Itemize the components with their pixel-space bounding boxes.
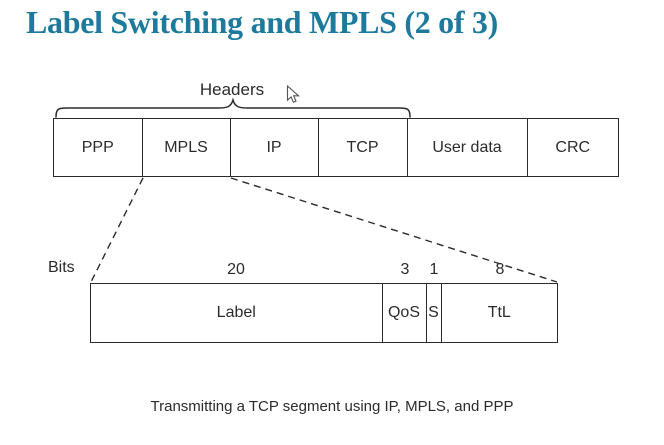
packet-field-ppp: PPP bbox=[54, 119, 143, 176]
packet-field-crc: CRC bbox=[555, 138, 591, 156]
packet-field-userdata: User data bbox=[408, 119, 528, 176]
mpls-field-ttl: TtL bbox=[487, 304, 511, 321]
bits-label: Bits bbox=[48, 259, 75, 276]
headers-brace bbox=[55, 97, 411, 118]
mpls-field-qos: QoS bbox=[383, 284, 427, 342]
packet-field-tcp: TCP bbox=[319, 119, 408, 176]
page-title: Label Switching and MPLS (2 of 3) bbox=[26, 4, 498, 40]
mpls-field-s: S bbox=[427, 284, 442, 342]
bit-width-label: 20 bbox=[227, 261, 245, 278]
headers-label: Headers bbox=[199, 80, 265, 99]
mpls-header-row: Label QoS S TtL bbox=[90, 283, 558, 343]
mpls-field-label: Label bbox=[91, 284, 383, 342]
packet-field-ip: IP bbox=[231, 119, 319, 176]
bit-width-s: 1 bbox=[429, 261, 439, 278]
packet-row: PPP MPLS IP TCP User data CRC bbox=[53, 118, 619, 177]
bit-width-ttl: 8 bbox=[495, 261, 505, 278]
packet-field-mpls: MPLS bbox=[143, 119, 231, 176]
figure-caption: Transmitting a TCP segment using IP, MPL… bbox=[150, 398, 514, 415]
mouse-cursor-icon bbox=[286, 85, 301, 104]
bit-width-qos: 3 bbox=[400, 261, 410, 278]
